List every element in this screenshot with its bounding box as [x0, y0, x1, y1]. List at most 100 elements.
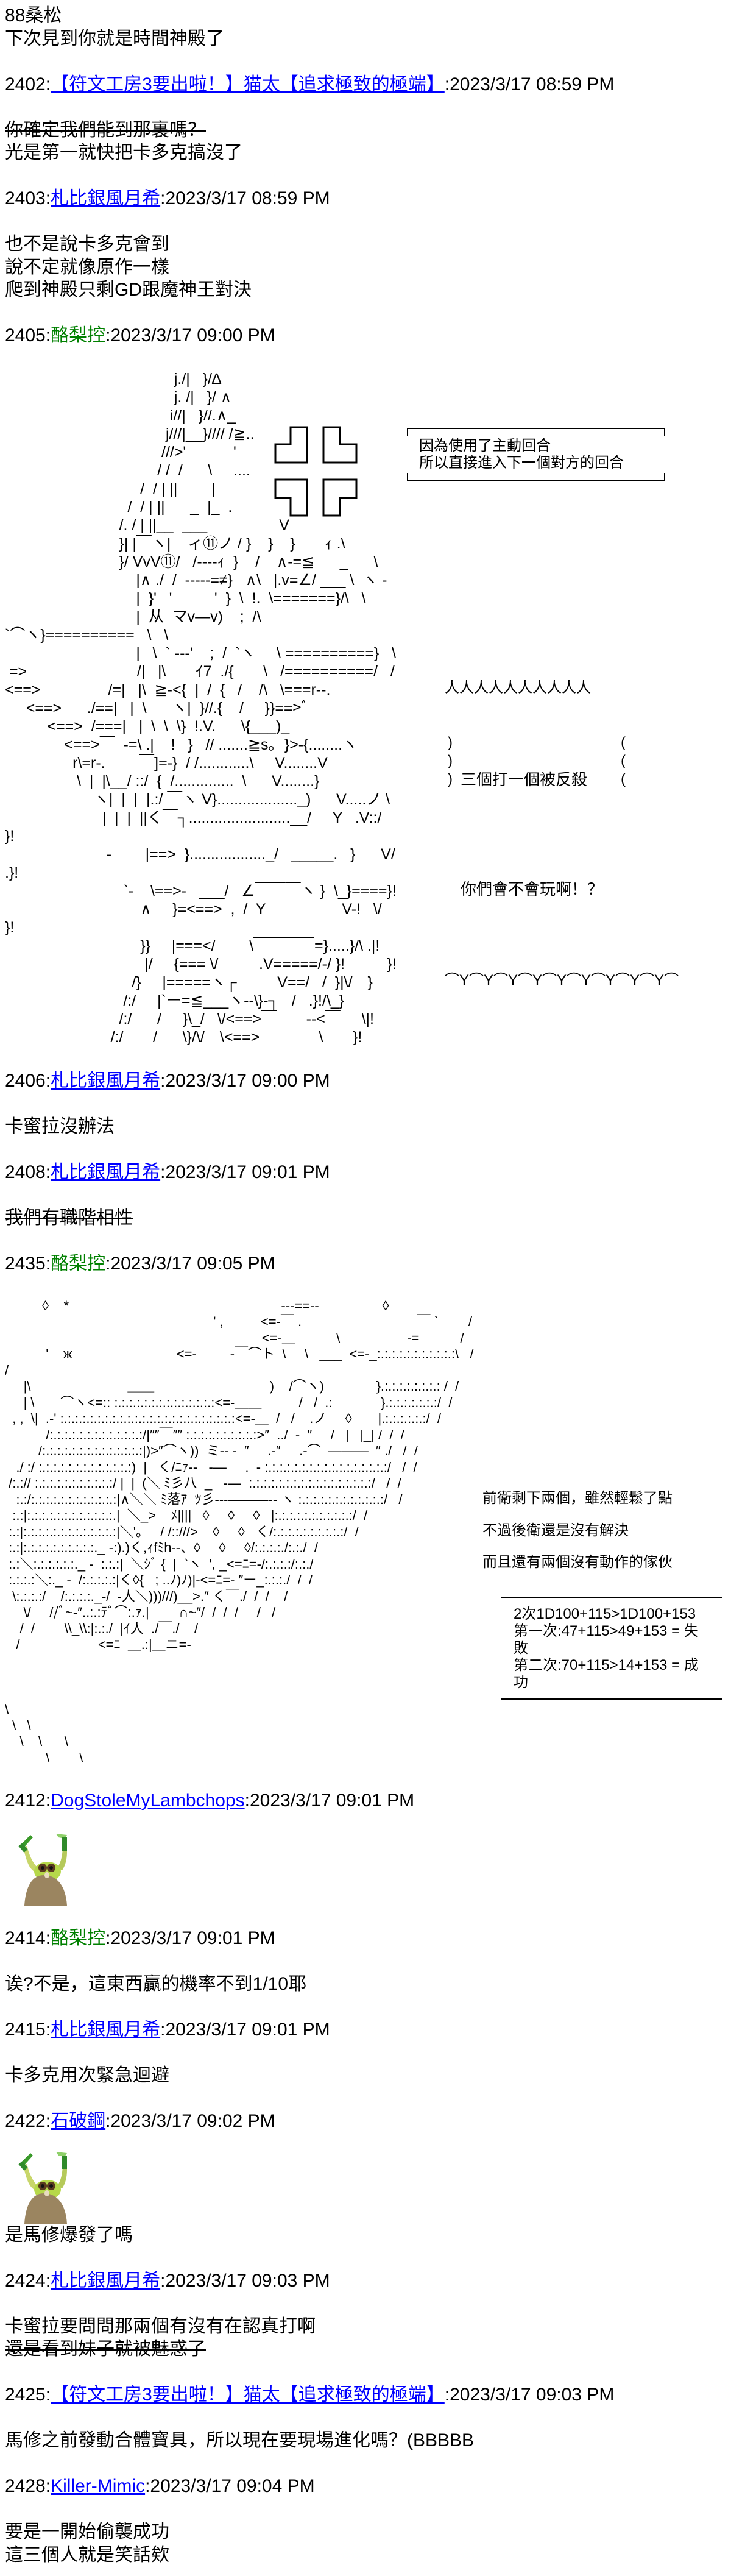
- separator: :: [45, 325, 51, 346]
- separator: :: [45, 2020, 51, 2040]
- ascii-art-row: [5, 1669, 474, 1686]
- ascii-art-row: | \ ⌒ヽ<=:: :.:.:.:.:.:.:.:.:.:.:.:.:.:<=…: [5, 1394, 453, 1410]
- username-link[interactable]: 【符文工房3要出啦！】猫太【追求極致的極端】: [51, 2385, 445, 2405]
- separator: :: [160, 2020, 166, 2040]
- speech-bubble-line: 你們會不會玩啊！？: [461, 880, 604, 898]
- ascii-art-row: <==> /===| | \ \ \} !.V. \{___)_: [5, 718, 290, 735]
- ascii-art-row: [5, 1686, 474, 1702]
- username-link[interactable]: 札比銀風月希: [51, 1070, 161, 1091]
- narration-line: 因為使用了主動回合: [419, 438, 551, 454]
- post-timestamp: 2023/3/17 08:59 PM: [165, 188, 330, 208]
- separator: :: [45, 1162, 51, 1182]
- ascii-art-row: => /| |\ ｲ7 ./{ \ /==========/ /: [5, 663, 395, 680]
- post-number: 2424: [5, 2270, 46, 2291]
- ascii-art-row: ' ж <=- -￣⌒ト \ \ ___ <=-_:.:.:.:.:.:.:.:…: [5, 1346, 481, 1378]
- username-link[interactable]: 【符文工房3要出啦！】猫太【追求極致的極端】: [51, 74, 445, 94]
- ascii-art-row: :.:|:.:.:.:.:.:.:.:.:.:._ -:).)く,ｨfﾐh--、…: [5, 1540, 318, 1555]
- post-timestamp: 2023/3/17 09:03 PM: [165, 2270, 330, 2291]
- ascii-art-row: \/ //ﾞ~-″..:.:ﾃﾞ⌒:.ｧ.| ∩~″/ / / / / /: [5, 1605, 276, 1620]
- separator: :: [45, 2476, 51, 2496]
- ascii-art-row: <==>￣ -=\ .| ! } // .......≧s｡ }>-{.....…: [5, 736, 358, 753]
- separator: :: [160, 1070, 166, 1091]
- ascii-art-row: \: [5, 1701, 9, 1717]
- ascii-art-row: /:.:// :.:.:.:.:.:.:.:.:.:.:/ | | (＼ ﾐ彡八…: [5, 1475, 401, 1491]
- post-text-line: 要是一開始偷襲成功: [5, 2522, 169, 2542]
- username: 酪梨控: [51, 1253, 106, 1274]
- separator: :: [45, 2111, 51, 2131]
- username-link[interactable]: 札比銀風月希: [51, 1162, 161, 1182]
- ascii-art-row: [5, 1653, 474, 1670]
- post-number: 2415: [5, 2020, 46, 2040]
- ascii-art-row: \ | |\__/ ::/ { /.............. \ V.....…: [5, 773, 320, 790]
- post-timestamp: 2023/3/17 09:02 PM: [110, 2111, 275, 2131]
- ascii-art-row: | | | ||く￣┐........................__/ Y…: [5, 809, 395, 845]
- username: 酪梨控: [51, 325, 106, 346]
- separator: :: [105, 325, 111, 346]
- ascii-art-row: /} |=====ヽ┌￣ V==/ / }|\/￣}: [5, 974, 373, 991]
- post-timestamp: 2023/3/17 09:01 PM: [249, 1790, 415, 1811]
- sticker-image-loris: [13, 2151, 78, 2224]
- separator: :: [160, 188, 166, 208]
- username-link[interactable]: 札比銀風月希: [51, 2020, 161, 2040]
- post-text-line: 光是第一就快把卡多克搞沒了: [5, 143, 242, 163]
- speech-bubble-top: 人人人人人人人人人人: [445, 679, 591, 696]
- separator: :: [45, 1253, 51, 1274]
- post-number: 2408: [5, 1162, 46, 1182]
- dice-roll-line: 2次1D100+115>1D100+153: [514, 1605, 696, 1622]
- ascii-art-row: <=-＿ \ -= /: [5, 1330, 464, 1346]
- narration-line: 所以直接進入下一個對方的回合: [419, 455, 624, 471]
- separator: :: [45, 1928, 51, 1948]
- ascii-art-row: ///>'￣￣ ': [5, 444, 236, 461]
- username-link[interactable]: Killer-Mimic: [51, 2476, 146, 2496]
- post-header: 2402:【符文工房3要出啦！】猫太【追求極致的極端】:2023/3/17 08…: [5, 73, 726, 96]
- ascii-art-row: :.:/:.:.:.:.:.:.:.:.:.:.:.:|∧＼＼ ﾐ落ｱ ﾂ彡--…: [5, 1491, 403, 1507]
- username-link[interactable]: 石破鋼: [51, 2111, 106, 2131]
- username-link[interactable]: 札比銀風月希: [51, 2270, 161, 2291]
- dice-roll-box: 2次1D100+115>1D100+153 第一次:47+115>49+153 …: [501, 1597, 722, 1700]
- post-text-line: 馬修之前發動合體寶具，所以現在要現場進化嗎？(BBBBB: [5, 2430, 475, 2450]
- post-header: 2403:札比銀風月希:2023/3/17 08:59 PM: [5, 187, 726, 210]
- separator: :: [45, 1070, 51, 1091]
- ascii-art-row: }/ VvV⑪/ /----ｨ } / ∧-=≦ _ \: [5, 553, 378, 570]
- narration-side-line: 而且還有兩個沒有動作的傢伙: [482, 1553, 673, 1570]
- separator: :: [105, 1928, 111, 1948]
- post-header: 2428:Killer-Mimic:2023/3/17 09:04 PM: [5, 2475, 726, 2498]
- ascii-art-row: | 从 マv―v) ; /\ `⌒ヽ}========== \ \: [5, 608, 274, 644]
- ascii-art-row: ∧ }=<==> , / Y￣￣￣￣￣V-! \/ }!: [5, 901, 399, 936]
- post-timestamp: 2023/3/17 09:00 PM: [165, 1070, 330, 1091]
- post-number: 2428: [5, 2476, 46, 2496]
- post-timestamp: 2023/3/17 09:01 PM: [110, 1928, 275, 1948]
- speech-bubble: 人人人人人人人人人人 ))) 三個打一個被反殺 你們會不會玩啊！？ ((( ⌒Y…: [445, 642, 724, 1026]
- ascii-art-row: \ \: [5, 1717, 31, 1733]
- ascii-art-row: <==> ./==| | \ ヽ| }//.{ / }}==>ﾞ￣: [5, 700, 324, 717]
- username-link[interactable]: 札比銀風月希: [51, 188, 161, 208]
- post-header: 2406:札比銀風月希:2023/3/17 09:00 PM: [5, 1070, 726, 1093]
- separator: :: [45, 188, 51, 208]
- ascii-art-row: |∧ ./ / -----=≠} ∧\ |.v=∠/ ___ \ ヽ -: [5, 572, 387, 589]
- ascii-art-row: `- \==>- ___/ ∠￣￣￣ヽ } \_}====}!: [5, 882, 397, 899]
- ascii-art-row: /:.:.:.:.:.:.:.:.:.:.:.:.:.:|)>″⌒ヽ)) ミ--…: [5, 1443, 418, 1458]
- ascii-art-row: :.:.:.:＼:._ - /:.:.:.:.:|く◊{ ; ..ﾉ)ﾉ)|-<…: [5, 1572, 313, 1588]
- post-timestamp: 2023/3/17 09:03 PM: [450, 2385, 615, 2405]
- ascii-art-row: - |==> }.................._/ _____. } V/…: [5, 846, 412, 881]
- ascii-art-row: :.:|:.:.:.:.:.:.:.:.:.:.:.:.:|＼'。 / /::/…: [5, 1524, 359, 1539]
- post-number: 2403: [5, 188, 46, 208]
- narration-side-line: 不過後衛還是沒有解決: [482, 1522, 629, 1539]
- post-number: 2435: [5, 1253, 46, 1274]
- ascii-art-row: i//| }//.∧_: [5, 407, 236, 424]
- post-number: 2414: [5, 1928, 46, 1948]
- post-number: 2405: [5, 325, 46, 346]
- post-text-line: 是馬修爆發了嗎: [5, 2224, 133, 2245]
- ascii-art-battle-scene: j./| }/∆ j. /| }/ ∧ i//| }//.∧_ j///|__}…: [5, 370, 726, 1046]
- post-header: 2408:札比銀風月希:2023/3/17 09:01 PM: [5, 1161, 726, 1184]
- username-link[interactable]: DogStoleMyLambchops: [51, 1790, 245, 1811]
- speech-bubble-bottom: ⌒Y⌒Y⌒Y⌒Y⌒Y⌒Y⌒Y⌒Y⌒Y⌒: [445, 972, 679, 988]
- ascii-art-rows: ◊ * ---==-- ◊ ' , <=-￣ . ￣ `: [5, 1298, 474, 1767]
- post-text-line: 爬到神殿只剩GD跟魔神王對決: [5, 280, 252, 300]
- post-header: 2415:札比銀風月希:2023/3/17 09:01 PM: [5, 2018, 726, 2042]
- ascii-art-annotations: 因為使用了主動回合 所以直接進入下一個對方的回合 人人人人人人人人人人 ))) …: [407, 370, 724, 1026]
- post-text-line: 也不是說卡多克會到: [5, 234, 169, 254]
- post-text-line: 卡多克用次緊急迴避: [5, 2065, 169, 2085]
- ascii-art-row: :.:＼:.:.:.:.:.:._ - :.:.:| ＼ｼﾞ { | `ヽ ',…: [5, 1556, 314, 1572]
- ascii-art-row: \ \: [5, 1750, 83, 1765]
